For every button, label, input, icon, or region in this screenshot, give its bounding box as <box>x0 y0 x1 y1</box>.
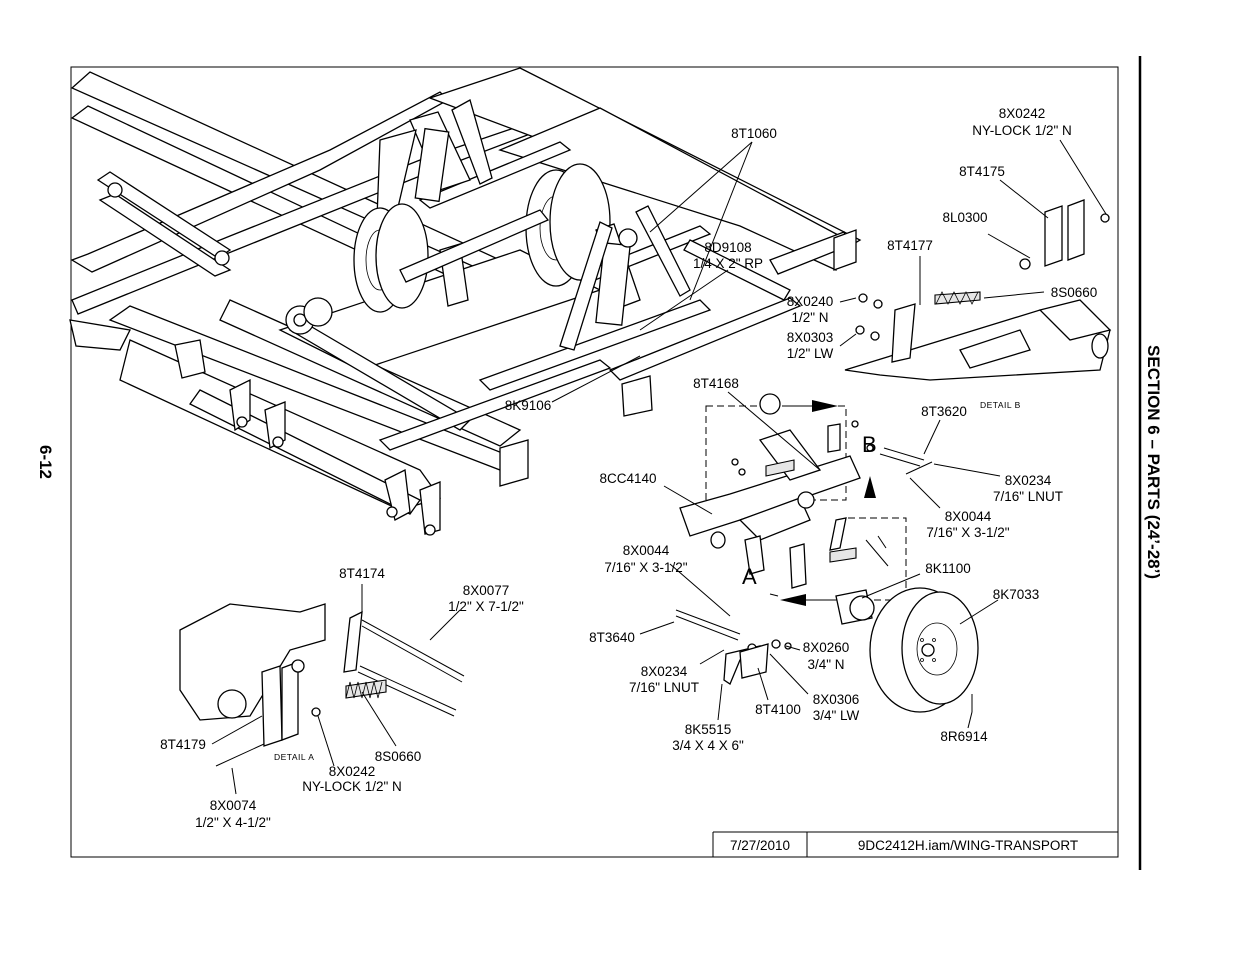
callout-8x0077-line2: 1/2" X 7-1/2" <box>448 599 524 614</box>
callout-8x0242-top-line2: NY-LOCK 1/2" N <box>972 123 1072 138</box>
callout-8t4174: 8T4174 <box>339 566 385 581</box>
drawing-border <box>70 66 1119 858</box>
detail-a-assembly: DETAIL A <box>179 603 465 767</box>
callout-8x0260-line2: 3/4" N <box>807 657 844 672</box>
leader-lines <box>211 139 1107 795</box>
callout-8t4168: 8T4168 <box>693 376 739 391</box>
callout-8x0242-top-line1: 8X0242 <box>999 106 1046 121</box>
callout-8x0044-left-line2: 7/16" X 3-1/2" <box>604 560 687 575</box>
wing-frame-assembly <box>69 67 862 536</box>
callout-8x0240-line2: 1/2" N <box>791 310 828 325</box>
detail-b-assembly: DETAIL B <box>844 199 1112 410</box>
detail-a-label: DETAIL A <box>274 752 314 762</box>
callout-8r6914: 8R6914 <box>940 729 988 744</box>
callout-8t3640: 8T3640 <box>589 630 635 645</box>
callout-8x0044-right-line1: 8X0044 <box>945 509 992 524</box>
callout-8x0240-line1: 8X0240 <box>787 294 834 309</box>
callout-8x0306-line2: 3/4" LW <box>813 708 860 723</box>
callout-8x0074-line2: 1/2" X 4-1/2" <box>195 815 271 830</box>
callout-8t4175: 8T4175 <box>959 164 1005 179</box>
callout-8x0234-top-line1: 8X0234 <box>1005 473 1052 488</box>
callout-8x0306-line1: 8X0306 <box>813 692 860 707</box>
callout-8x0044-right-line2: 7/16" X 3-1/2" <box>926 525 1009 540</box>
callout-8x0303-line1: 8X0303 <box>787 330 834 345</box>
callout-8t4177: 8T4177 <box>887 238 933 253</box>
callout-8t1060: 8T1060 <box>731 126 777 141</box>
callout-8k9106: 8K9106 <box>505 398 552 413</box>
callout-8k1100: 8K1100 <box>925 561 971 576</box>
callout-8k7033: 8K7033 <box>993 587 1040 602</box>
view-a-letter: A <box>742 564 757 589</box>
title-block: 7/27/2010 9DC2412H.iam/WING-TRANSPORT <box>712 831 1118 857</box>
view-b-letter: B <box>862 432 877 457</box>
callout-8s0660-low: 8S0660 <box>375 749 422 764</box>
callout-8x0242-low-line1: 8X0242 <box>329 764 376 779</box>
callout-8cc4140: 8CC4140 <box>599 471 656 486</box>
callout-8t4100: 8T4100 <box>755 702 801 717</box>
callout-8x0260-line1: 8X0260 <box>803 640 850 655</box>
title-date: 7/27/2010 <box>730 838 790 853</box>
callout-8x0077-line1: 8X0077 <box>463 583 510 598</box>
detail-b-label: DETAIL B <box>980 400 1021 410</box>
callout-8d9108-line1: 8D9108 <box>704 240 751 255</box>
callouts: 8X0242 NY-LOCK 1/2" N 8T4175 8L0300 8T10… <box>160 106 1097 830</box>
callout-8x0303-line2: 1/2" LW <box>787 346 834 361</box>
section-header: SECTION 6 – PARTS (24’-28’) <box>1144 345 1163 579</box>
callout-8k5515-line1: 8K5515 <box>685 722 732 737</box>
callout-8x0234-low-line2: 7/16" LNUT <box>629 680 699 695</box>
title-filename: 9DC2412H.iam/WING-TRANSPORT <box>858 838 1078 853</box>
callout-8s0660-top: 8S0660 <box>1051 285 1098 300</box>
callout-8k5515-line2: 3/4 X 4 X 6" <box>672 738 744 753</box>
callout-8t3620: 8T3620 <box>921 404 967 419</box>
callout-8x0074-line1: 8X0074 <box>210 798 257 813</box>
callout-8x0242-low-line2: NY-LOCK 1/2" N <box>302 779 402 794</box>
callout-8l0300: 8L0300 <box>942 210 987 225</box>
page-number: 6-12 <box>36 445 55 479</box>
callout-8t4179: 8T4179 <box>160 737 206 752</box>
callout-8x0234-top-line2: 7/16" LNUT <box>993 489 1063 504</box>
callout-8d9108-line2: 1/4 X 2" RP <box>693 256 763 271</box>
callout-8x0044-left-line1: 8X0044 <box>623 543 670 558</box>
transport-wheel-assembly: A B <box>675 393 979 713</box>
callout-8x0234-low-line1: 8X0234 <box>641 664 688 679</box>
